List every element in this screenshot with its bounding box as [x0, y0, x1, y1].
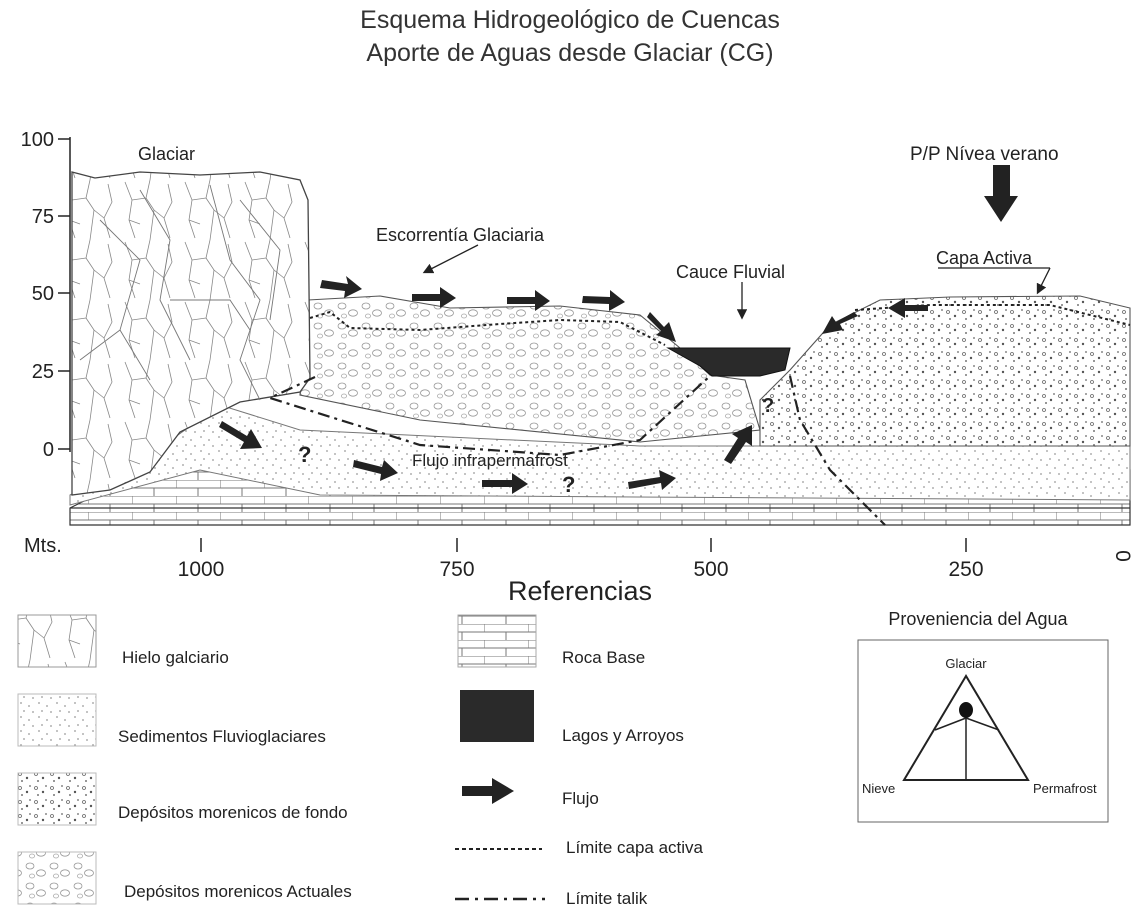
y-tick-25: 25: [32, 361, 54, 383]
x-axis-unit: Mts.: [24, 535, 62, 557]
flow-arrow: [482, 473, 528, 494]
legend-label-bedrock: Roca Base: [562, 648, 646, 667]
y-tick-100: 100: [21, 129, 54, 151]
legend-title: Referencias: [508, 576, 652, 606]
legend-label-current-moraine: Depósitos morenicos Actuales: [124, 882, 352, 901]
flow-arrow: [353, 460, 398, 481]
legend-swatch-fluvioglacial: [17, 693, 97, 747]
flow-arrow: [320, 276, 362, 298]
unknown-mark: ?: [762, 395, 774, 417]
ternary-left-label: Nieve: [862, 781, 895, 796]
current-moraine-layer: [299, 295, 761, 443]
flow-arrow: [582, 290, 625, 311]
diagram-title-line1: Esquema Hidrogeológico de Cuencas: [360, 6, 780, 34]
ternary-title: Proveniencia del Agua: [888, 609, 1068, 629]
legend-swatch-ice: [17, 614, 97, 668]
river-channel: [666, 347, 791, 377]
x-tick-500: 500: [693, 558, 728, 581]
legend-swatch-flow: [462, 778, 514, 804]
ternary-top-label: Glaciar: [945, 656, 987, 671]
flow-arrow: [724, 425, 752, 464]
glacier-body: [71, 171, 311, 496]
legend-label-fluvioglacial: Sedimentos Fluvioglaciares: [118, 727, 326, 746]
diagram-title-line2: Aporte de Aguas desde Glaciar (CG): [366, 39, 774, 67]
y-tick-50: 50: [32, 283, 54, 305]
talik-line-right: [788, 375, 886, 526]
cross-section: [69, 171, 1131, 526]
legend-label-flow: Flujo: [562, 789, 599, 808]
flow-arrow: [647, 312, 676, 342]
legend-label-ice: Hielo galciario: [122, 648, 229, 667]
y-tick-0: 0: [43, 439, 54, 461]
snow-precip-label: P/P Nívea verano: [910, 144, 1059, 165]
glacier-label: Glaciar: [138, 144, 195, 164]
talik-line: [266, 375, 711, 457]
diagram-labels: Glaciar P/P Nívea verano Escorrentía Gla…: [138, 144, 1059, 497]
water-origin-point: [959, 702, 973, 718]
snow-precip-arrow: [984, 165, 1018, 222]
legend-label-active-layer: Límite capa activa: [566, 838, 704, 857]
x-tick-750: 750: [439, 558, 474, 581]
x-tick-0: 0: [1111, 550, 1134, 562]
runoff-label: Escorrentía Glaciaria: [376, 225, 545, 245]
legend-label-basal-moraine: Depósitos morenicos de fondo: [118, 803, 348, 822]
flow-arrow: [412, 287, 456, 308]
x-axis: Mts. 1000 750 500 250 0: [24, 535, 1134, 581]
y-axis: 100 75 50 25 0: [21, 129, 71, 461]
flow-arrow: [822, 312, 858, 334]
flow-arrows: [219, 165, 1018, 494]
legend-swatch-current-moraine: [17, 851, 97, 905]
legend-swatch-lakes: [460, 690, 534, 742]
x-tick-1000: 1000: [178, 558, 225, 581]
legend-label-talik: Límite talik: [566, 889, 648, 908]
x-tick-250: 250: [948, 558, 983, 581]
channel-label: Cauce Fluvial: [676, 262, 785, 282]
unknown-mark: ?: [298, 442, 311, 467]
legend-swatches: Referencias: [17, 576, 652, 905]
legend-swatch-bedrock: [457, 614, 537, 668]
subpermafrost-flow-label: Flujo infrapermafrost: [412, 451, 568, 470]
flow-arrow: [628, 470, 676, 490]
active-layer-line-left: [309, 310, 666, 346]
flow-arrow: [507, 290, 550, 311]
y-tick-75: 75: [32, 206, 54, 228]
unknown-mark: ?: [562, 472, 575, 497]
flow-arrow: [219, 421, 262, 449]
flow-arrow: [888, 298, 928, 318]
pointer-lines: [422, 244, 1051, 320]
legend-swatch-basal-moraine: [17, 772, 97, 826]
active-layer-label: Capa Activa: [936, 248, 1033, 268]
legend-label-lakes: Lagos y Arroyos: [562, 726, 684, 745]
fluvioglacial-layer: [759, 295, 1131, 447]
ternary-diagram: Proveniencia del Agua Glaciar Nieve Perm…: [857, 609, 1109, 823]
ternary-right-label: Permafrost: [1033, 781, 1097, 796]
